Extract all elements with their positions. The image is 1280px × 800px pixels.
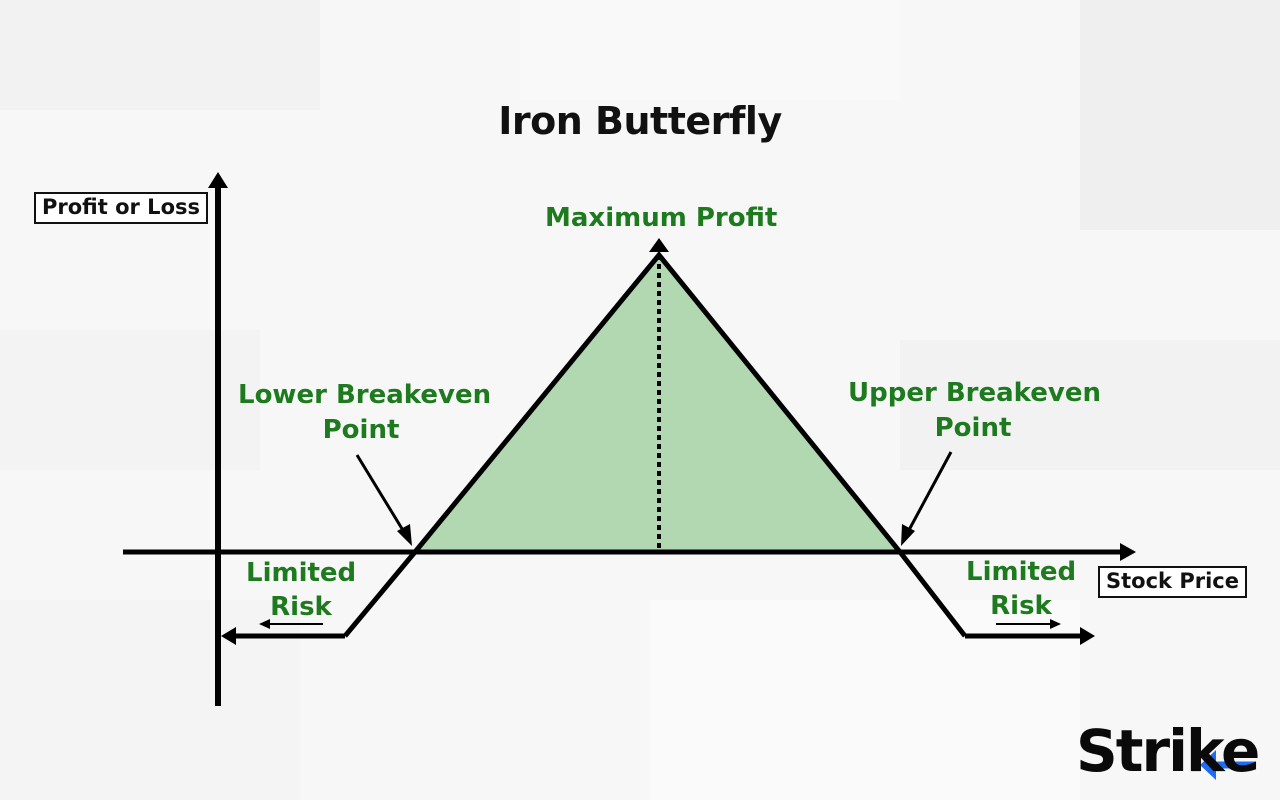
y-axis-label: Profit or Loss xyxy=(34,192,208,225)
upper-breakeven-label-line2: Point xyxy=(934,413,1012,443)
limited-risk-left-line2: Risk xyxy=(270,592,332,622)
y-axis-arrowhead xyxy=(208,172,228,188)
upper-breakeven-label-line1: Upper Breakeven xyxy=(848,378,1101,408)
limited-risk-left-arrowhead xyxy=(259,619,270,629)
left-loss-arrowhead xyxy=(221,627,236,645)
x-axis-arrowhead xyxy=(1120,543,1136,561)
right-loss-arrowhead xyxy=(1080,627,1095,645)
diagram-title: Iron Butterfly xyxy=(498,99,782,143)
upper-breakeven-pointer xyxy=(907,451,953,531)
lower-breakeven-pointer-head xyxy=(397,524,412,546)
limited-risk-right-line1: Limited xyxy=(966,557,1077,587)
peak-arrowhead xyxy=(649,238,669,252)
upper-breakeven-pointer-head xyxy=(901,524,915,546)
lower-breakeven-label-line1: Lower Breakeven xyxy=(238,380,492,410)
limited-risk-right-arrowhead xyxy=(1050,619,1061,629)
limited-risk-right-line2: Risk xyxy=(990,591,1052,621)
lower-breakeven-label-line2: Point xyxy=(322,415,400,445)
lower-breakeven-pointer xyxy=(355,454,406,533)
x-axis-label: Stock Price xyxy=(1098,566,1247,599)
strike-logo: Strike xyxy=(1076,717,1260,785)
limited-risk-left-line1: Limited xyxy=(246,558,357,588)
max-profit-label: Maximum Profit xyxy=(545,203,778,233)
logo-arrow-head xyxy=(1200,750,1216,780)
